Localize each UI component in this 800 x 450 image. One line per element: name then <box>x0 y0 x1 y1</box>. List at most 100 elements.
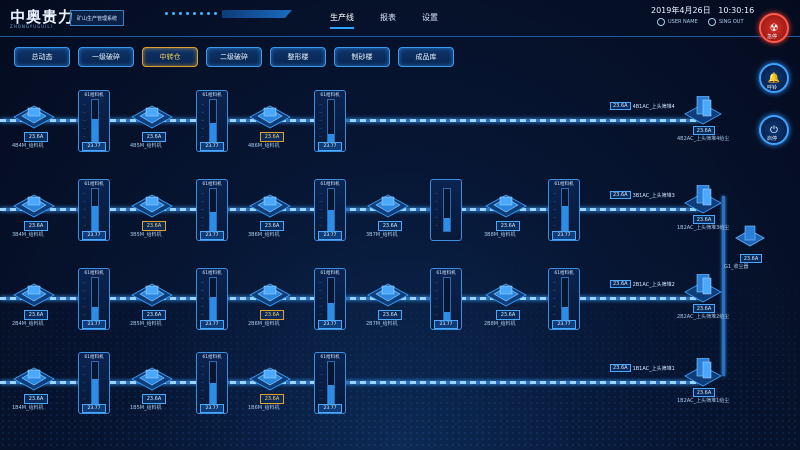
tab-overview[interactable]: 总动态 <box>14 47 70 67</box>
machine-name: 3B5M_给料机 <box>130 232 162 238</box>
background-dot-grid <box>0 250 800 450</box>
bin-level-panel[interactable]: 61给料机—————23.77 <box>196 352 228 414</box>
tab-finished-warehouse[interactable]: 成品库 <box>398 47 454 67</box>
bin-title: 61给料机 <box>554 182 574 187</box>
machine-current: 23.6A <box>142 132 166 142</box>
bin-level-panel[interactable]: 61给料机—————23.77 <box>196 268 228 330</box>
bin-value: 23.77 <box>318 404 342 413</box>
bin-title: 61给料机 <box>436 271 456 276</box>
bin-level-panel[interactable]: 61给料机—————23.77 <box>314 352 346 414</box>
machine-icon <box>249 194 291 218</box>
top-header: 中奥贵力 ZHONGYUGUILI 矿山生产管理系统 生产线 报表 设置 201… <box>0 0 800 40</box>
bin-level-panel[interactable]: 61给料机—————23.77 <box>548 179 580 241</box>
bin-title: 61给料机 <box>84 271 104 276</box>
machine-name: 1B5M_给料机 <box>130 405 162 411</box>
tab-primary-crushing[interactable]: 一级破碎 <box>78 47 134 67</box>
machine-icon <box>13 105 55 129</box>
machine-current: 23.6A <box>142 221 166 231</box>
bin-level-panel[interactable]: 61给料机—————23.77 <box>314 179 346 241</box>
bin-level-panel[interactable]: 61给料机—————23.77 <box>78 179 110 241</box>
nav-reports[interactable]: 报表 <box>380 13 396 22</box>
machine-name: 2B6M_给料机 <box>248 321 280 327</box>
tab-shaping-building[interactable]: 整形楼 <box>270 47 326 67</box>
logo-subtitle: ZHONGYUGUILI <box>10 24 53 29</box>
machine-icon <box>485 194 527 218</box>
destination-current: 23.6A <box>693 126 715 135</box>
bin-level-fill <box>328 385 334 404</box>
bin-value: 23.77 <box>82 231 106 240</box>
bin-level-panel[interactable]: 61给料机—————23.77 <box>78 268 110 330</box>
bin-level-fill <box>210 212 216 231</box>
bin-level-panel[interactable]: 61给料机—————23.77 <box>548 268 580 330</box>
bin-level-fill <box>92 307 98 320</box>
bin-value: 23.77 <box>552 320 576 329</box>
alarm-label: 呼铃 <box>766 85 777 91</box>
emergency-stop-label: 急停 <box>766 34 777 40</box>
bell-icon: 🔔 <box>767 72 781 84</box>
bin-level-panel[interactable]: 61给料机—————23.77 <box>196 179 228 241</box>
tab-sand-building[interactable]: 制砂楼 <box>334 47 390 67</box>
machine-current: 23.6A <box>260 221 284 231</box>
sign-out-button[interactable]: SING OUT <box>708 18 744 26</box>
bin-value: 23.77 <box>82 404 106 413</box>
bin-level-panel[interactable]: 61给料机—————23.77 <box>196 90 228 152</box>
bin-level-panel[interactable]: 61给料机—————23.77 <box>430 268 462 330</box>
start-stop-button[interactable]: ⏻ <box>759 115 789 145</box>
tab-secondary-crushing[interactable]: 二级破碎 <box>206 47 262 67</box>
machine-name: 3B6M_给料机 <box>248 232 280 238</box>
machine-icon <box>131 194 173 218</box>
bin-level-panel[interactable]: 61给料机—————23.77 <box>314 268 346 330</box>
emergency-stop-button[interactable]: ☢ <box>759 13 789 43</box>
flow-line-row1 <box>0 119 700 122</box>
bin-level-panel[interactable]: 61给料机—————23.77 <box>78 90 110 152</box>
dust-collector[interactable]: 23.6A G1_收尘器 <box>724 224 770 270</box>
user-menu[interactable]: USER NAME <box>657 18 698 26</box>
machine-current: 23.6A <box>378 221 402 231</box>
main-nav: 生产线 报表 设置 <box>330 12 438 29</box>
nav-settings[interactable]: 设置 <box>422 13 438 22</box>
destination-name: 4B2AC_上头筛堆4给尘 <box>677 136 730 142</box>
bin-level-panel[interactable]: ————— <box>430 179 462 241</box>
bin-level-panel[interactable]: 61给料机—————23.77 <box>78 352 110 414</box>
destination-name: 1B2AC_上头筛堆1给尘 <box>677 398 730 404</box>
header-decoration-dots <box>165 12 217 15</box>
nav-production-line[interactable]: 生产线 <box>330 12 354 29</box>
alarm-button[interactable]: 🔔 <box>759 63 789 93</box>
destination-name: 1B2AC_上头筛堆3给尘 <box>677 225 730 231</box>
time-text: 10:30:16 <box>718 6 755 15</box>
bin-value: 23.77 <box>200 142 224 151</box>
bin-scale: ————— <box>201 102 204 138</box>
screen-icon <box>684 273 722 303</box>
dust-collector-current: 23.6A <box>740 254 762 263</box>
bin-level-fill <box>328 303 334 320</box>
bin-scale: ————— <box>83 280 86 316</box>
tab-transfer-bin[interactable]: 中转仓 <box>142 47 198 67</box>
bin-level-gauge <box>561 277 569 321</box>
machine-name: 3B7M_给料机 <box>366 232 398 238</box>
bin-level-panel[interactable]: 61给料机—————23.77 <box>314 90 346 152</box>
screen-icon <box>684 357 722 387</box>
bin-level-fill <box>328 133 334 142</box>
